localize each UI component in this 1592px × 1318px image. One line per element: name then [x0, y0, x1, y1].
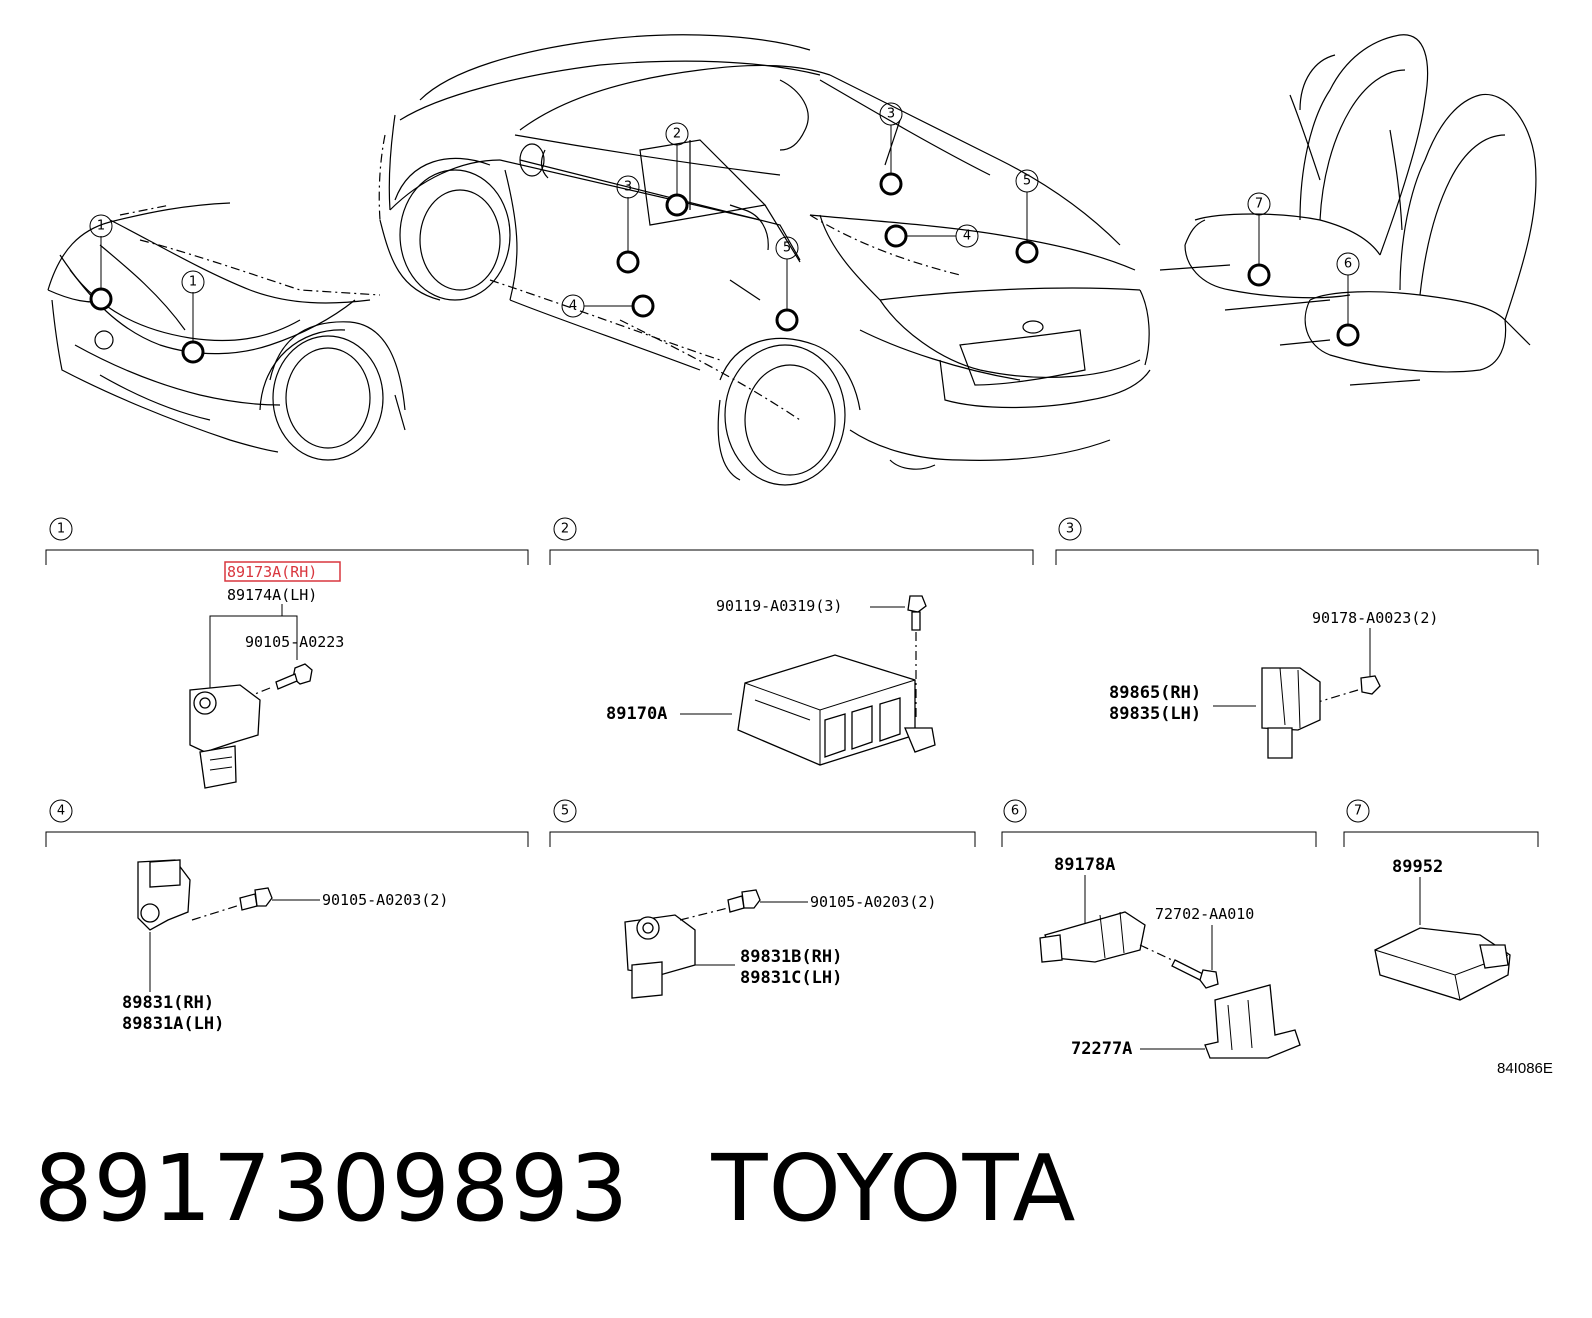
svg-text:5: 5	[783, 241, 791, 256]
svg-text:6: 6	[1344, 257, 1352, 272]
mount-point-3a	[616, 250, 640, 274]
mount-point-7	[1247, 263, 1271, 287]
footer-part-info: 8917309893 TOYOTA	[34, 1135, 1077, 1242]
svg-text:2: 2	[673, 127, 681, 142]
part-label-89831a-lh[interactable]: 89831A(LH)	[122, 1014, 224, 1034]
bolt-icon	[1199, 969, 1219, 989]
sensor-bracket-icon	[1204, 984, 1301, 1059]
part-label-90105-a0203-5[interactable]: 90105-A0203(2)	[810, 893, 936, 911]
mount-point-2	[665, 193, 689, 217]
svg-text:3: 3	[887, 107, 895, 122]
part-label-89835-lh[interactable]: 89835(LH)	[1109, 704, 1201, 724]
nut-icon	[1360, 675, 1381, 695]
section-4-side-sensor: 90105-A0203(2) 89831(RH) 89831A(LH)	[122, 859, 448, 1034]
part-label-90105-a0223[interactable]: 90105-A0223	[245, 633, 344, 651]
part-label-89952[interactable]: 89952	[1392, 857, 1443, 877]
part-label-89831b-rh[interactable]: 89831B(RH)	[740, 947, 842, 967]
mount-point-5a	[775, 308, 799, 332]
bolt-icon	[741, 889, 761, 909]
svg-text:1: 1	[57, 522, 65, 537]
section-headers: 1 2 3 4 5 6 7	[45, 517, 1539, 847]
part-label-89178a[interactable]: 89178A	[1054, 855, 1115, 875]
front-bumper-illustration	[47, 202, 406, 461]
highlight-box	[224, 561, 341, 582]
section-1-front-impact-sensor: 89173A(RH) 89174A(LH) 90105-A0223	[189, 561, 344, 789]
bolt-icon	[254, 887, 273, 907]
svg-text:3: 3	[624, 180, 632, 195]
svg-text:3: 3	[1066, 522, 1074, 537]
svg-text:4: 4	[57, 804, 65, 819]
side-impact-sensor-icon	[1261, 667, 1321, 731]
part-label-89174a-lh[interactable]: 89174A(LH)	[227, 586, 317, 604]
svg-text:7: 7	[1354, 804, 1362, 819]
mount-point-4b	[884, 224, 908, 248]
section-7-occupant-sensor: 89952	[1374, 857, 1511, 1001]
diagram-code: 84I086E	[1497, 1060, 1553, 1077]
part-label-72277a[interactable]: 72277A	[1071, 1039, 1132, 1059]
section-6-seat-sensor: 89178A 72702-AA010 72277A	[1039, 855, 1301, 1059]
callout-markers: 1 1 2 3 4 5 3 4 5 7 6	[89, 102, 1360, 364]
section-5-side-sensor: 90105-A0203(2) 89831B(RH) 89831C(LH)	[624, 889, 936, 999]
bolt-icon	[907, 595, 927, 613]
brand-name: TOYOTA	[711, 1135, 1077, 1242]
section-2-airbag-ecu: 90119-A0319(3) 89170A	[606, 595, 936, 766]
mount-point-4a	[631, 294, 655, 318]
mount-point-1b	[181, 340, 205, 364]
svg-text:7: 7	[1255, 197, 1263, 212]
svg-text:5: 5	[1023, 174, 1031, 189]
mount-point-6	[1336, 323, 1360, 347]
part-label-89831-rh[interactable]: 89831(RH)	[122, 993, 214, 1013]
svg-text:4: 4	[963, 229, 971, 244]
part-label-72702-aa010[interactable]: 72702-AA010	[1155, 905, 1254, 923]
svg-text:1: 1	[97, 219, 105, 234]
car-body-illustration	[378, 34, 1151, 486]
svg-text:2: 2	[561, 522, 569, 537]
part-number[interactable]: 8917309893	[34, 1135, 630, 1242]
part-label-90105-a0203-4[interactable]: 90105-A0203(2)	[322, 891, 448, 909]
seats-illustration	[1159, 34, 1537, 386]
part-label-90119-a0319[interactable]: 90119-A0319(3)	[716, 597, 842, 615]
mount-point-5b	[1015, 240, 1039, 264]
svg-text:1: 1	[189, 275, 197, 290]
section-3-side-sensor: 90178-A0023(2) 89865(RH) 89835(LH)	[1109, 609, 1438, 759]
part-label-89170a[interactable]: 89170A	[606, 704, 667, 724]
svg-text:4: 4	[569, 299, 577, 314]
part-label-90178-a0023[interactable]: 90178-A0023(2)	[1312, 609, 1438, 627]
part-label-89865-rh[interactable]: 89865(RH)	[1109, 683, 1201, 703]
svg-text:5: 5	[561, 804, 569, 819]
mount-point-1a	[89, 287, 113, 311]
occupant-detection-ecu-icon	[1374, 927, 1511, 1001]
svg-text:6: 6	[1011, 804, 1019, 819]
mount-point-3b	[879, 172, 903, 196]
part-label-89831c-lh[interactable]: 89831C(LH)	[740, 968, 842, 988]
part-label-89173a-rh[interactable]: 89173A(RH)	[227, 563, 317, 581]
